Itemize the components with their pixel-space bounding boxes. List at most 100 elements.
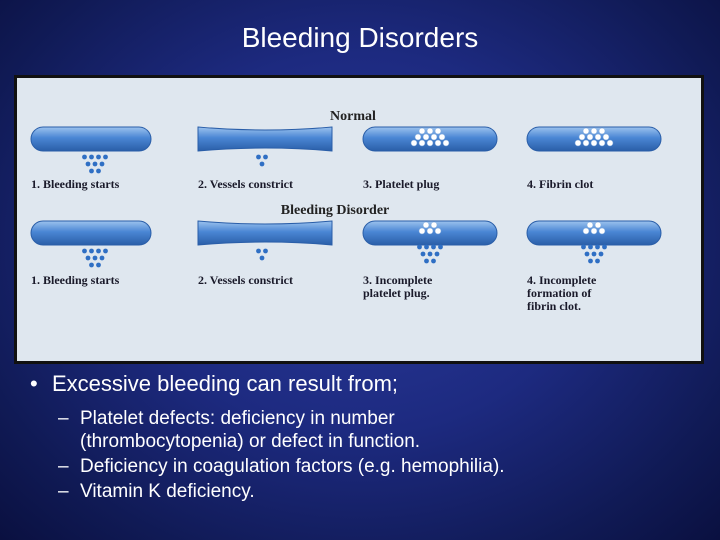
platelet <box>602 133 610 141</box>
vessel <box>526 126 662 152</box>
constricted-vessel <box>197 220 333 246</box>
blood-drop <box>263 154 268 160</box>
dash-marker: – <box>58 408 69 429</box>
blood-drop <box>99 161 105 167</box>
sub-bullet-line: Vitamin K deficiency. <box>80 481 255 502</box>
blood-drop <box>256 248 261 254</box>
disorder-step-label: fibrin clot. <box>527 299 581 313</box>
blood-drop <box>431 258 436 264</box>
blood-drop <box>595 244 600 250</box>
platelet <box>430 221 438 229</box>
blood-drop <box>89 262 94 268</box>
vessel <box>362 126 498 152</box>
blood-drop <box>427 251 433 257</box>
disorder-step-label: platelet plug. <box>363 286 430 300</box>
platelet <box>598 227 606 235</box>
blood-drop <box>417 244 422 250</box>
sub-bullet-line: Deficiency in coagulation factors (e.g. … <box>80 456 505 477</box>
platelet <box>426 227 434 235</box>
bullet-list: • Excessive bleeding can result from; – … <box>30 370 710 505</box>
platelet <box>582 127 590 135</box>
blood-drop <box>82 248 87 254</box>
blood-drop <box>89 168 94 174</box>
blood-drop <box>420 251 426 257</box>
platelet <box>414 133 422 141</box>
platelet <box>606 139 614 147</box>
normal-step-label: 4. Fibrin clot <box>527 177 593 191</box>
blood-drop <box>431 244 436 250</box>
sub-bullet-line: Platelet defects: deficiency in number <box>80 408 395 429</box>
blood-drop <box>92 255 98 261</box>
vessel <box>30 220 152 246</box>
sub-bullet-coagulation: – Deficiency in coagulation factors (e.g… <box>58 455 710 478</box>
sub-bullet-list: – Platelet defects: deficiency in number… <box>30 407 710 503</box>
blood-drop <box>591 251 597 257</box>
blood-drop <box>82 154 87 160</box>
sub-bullet-platelet: – Platelet defects: deficiency in number… <box>58 407 710 453</box>
blood-drop <box>259 255 265 261</box>
platelet <box>442 139 450 147</box>
blood-drop <box>581 244 586 250</box>
platelet <box>426 139 434 147</box>
platelet <box>438 133 446 141</box>
blood-drop <box>259 161 265 167</box>
blood-drop <box>99 255 105 261</box>
blood-drop <box>438 244 443 250</box>
blood-drop <box>89 248 94 254</box>
figure-frame: Normal Bleeding Disorder 1. Bleeding sta… <box>14 75 704 364</box>
main-bullet: • Excessive bleeding can result from; <box>30 370 710 398</box>
disorder-step-label: 3. Incomplete <box>363 273 433 287</box>
normal-step-label: 1. Bleeding starts <box>31 177 120 191</box>
blood-drop <box>595 258 600 264</box>
platelet <box>582 139 590 147</box>
disorder-step-label: 1. Bleeding starts <box>31 273 120 287</box>
bleeding-diagram: Normal Bleeding Disorder 1. Bleeding sta… <box>17 78 701 361</box>
disorder-step-label: formation of <box>527 286 592 300</box>
blood-drop <box>424 244 429 250</box>
sub-bullet-line: (thrombocytopenia) or defect in function… <box>80 431 421 452</box>
blood-drop <box>96 248 101 254</box>
platelet <box>582 227 590 235</box>
slide-title: Bleeding Disorders <box>241 22 479 53</box>
blood-drop <box>89 154 94 160</box>
blood-drop <box>96 262 101 268</box>
blood-drop <box>584 251 590 257</box>
blood-drop <box>424 258 429 264</box>
blood-drop <box>602 244 607 250</box>
blood-drop <box>96 168 101 174</box>
blood-drop <box>85 161 91 167</box>
blood-drop <box>588 244 593 250</box>
platelet <box>434 139 442 147</box>
platelet <box>430 133 438 141</box>
platelet <box>598 139 606 147</box>
blood-drop <box>96 154 101 160</box>
platelet <box>418 127 426 135</box>
platelet <box>426 127 434 135</box>
blood-drop <box>598 251 604 257</box>
platelet <box>598 127 606 135</box>
heading-normal: Normal <box>330 109 376 124</box>
blood-drop <box>103 154 108 160</box>
blood-drop <box>263 248 268 254</box>
blood-drop <box>588 258 593 264</box>
platelet <box>434 127 442 135</box>
platelet <box>422 133 430 141</box>
platelet <box>594 221 602 229</box>
platelet <box>590 139 598 147</box>
dash-marker: – <box>58 456 69 477</box>
blood-drop <box>92 161 98 167</box>
disorder-step-label: 4. Incomplete <box>527 273 597 287</box>
platelet <box>586 221 594 229</box>
platelet <box>422 221 430 229</box>
platelet <box>590 227 598 235</box>
vessel <box>30 126 152 152</box>
platelet <box>434 227 442 235</box>
platelet <box>418 227 426 235</box>
bullet-dot: • <box>30 371 38 396</box>
platelet <box>578 133 586 141</box>
platelet <box>410 139 418 147</box>
normal-step-label: 2. Vessels constrict <box>198 177 293 191</box>
diagram-svg: Normal Bleeding Disorder 1. Bleeding sta… <box>30 109 662 313</box>
heading-bleeding-disorder: Bleeding Disorder <box>281 203 390 218</box>
dash-marker: – <box>58 481 69 502</box>
